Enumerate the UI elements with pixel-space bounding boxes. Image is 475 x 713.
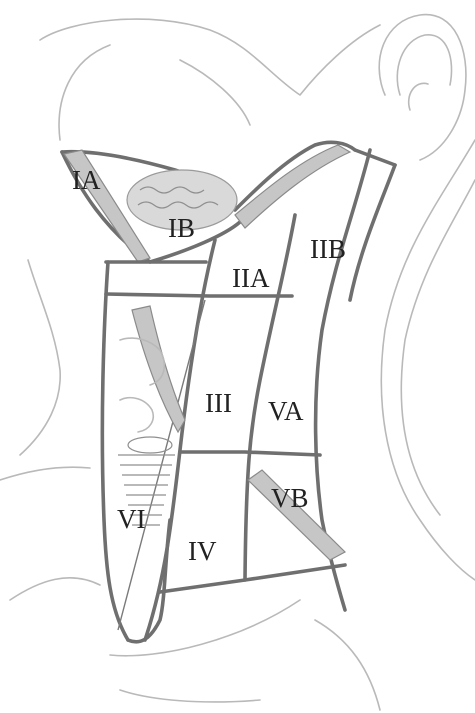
level-ib-label: IB [168,213,195,243]
skin-contour-lines [381,140,475,580]
level-ia-label: IA [72,165,101,195]
thyroid-trachea-region [118,338,175,525]
scm-band [132,306,185,432]
level-vb-label: VB [271,483,309,513]
level-iii-label: III [205,388,232,418]
level-va-label: VA [268,396,304,426]
level-iv-label: IV [188,536,217,566]
level-vi-label: VI [117,504,146,534]
level-iia-label: IIA [232,263,270,293]
level-iib-label: IIB [310,234,346,264]
ear-outline [379,15,466,160]
